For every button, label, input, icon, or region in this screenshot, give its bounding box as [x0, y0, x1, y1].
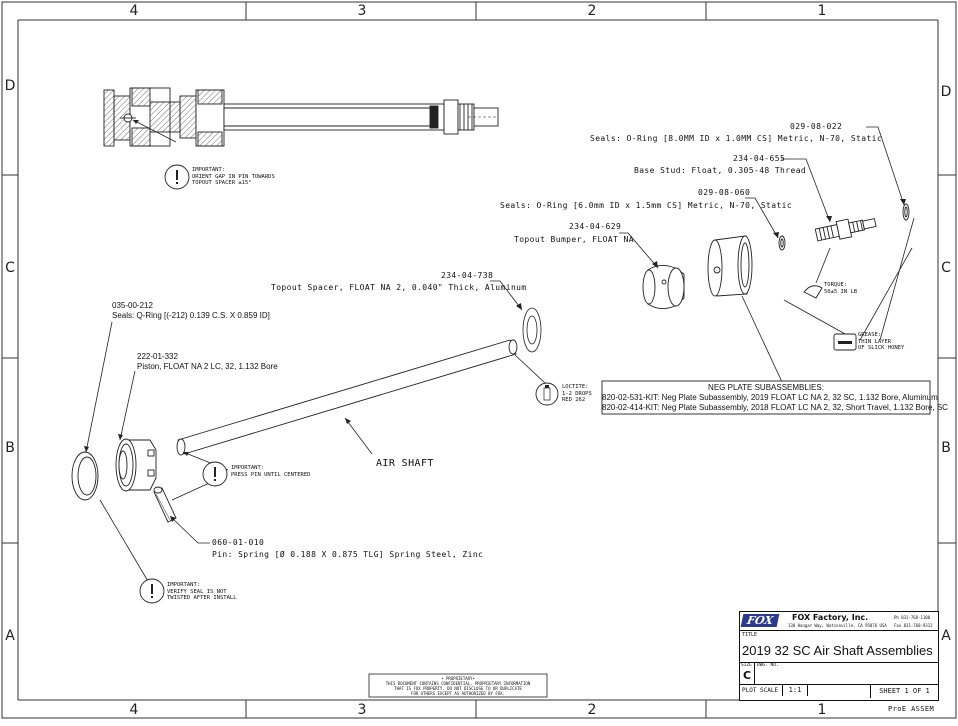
dwg-no-label: DWG. NO.	[757, 663, 779, 668]
o-ring-029-08-060	[778, 235, 786, 251]
scale-divider	[740, 684, 938, 685]
note-verify-seal: IMPORTANT: VERIFY SEAL IS NOT TWISTED AF…	[167, 582, 237, 601]
proprietary-notice: • PROPRIETARY• THIS DOCUMENT CONTAINS CO…	[385, 676, 531, 696]
zone-row-d-left: D	[4, 78, 16, 94]
size-cell: SIZE C	[740, 662, 755, 684]
note-press-pin: IMPORTANT: PRESS PIN UNTIL CENTERED	[231, 465, 311, 478]
callout-base-stud-desc: Base Stud: Float, 0.305-48 Thread	[634, 166, 807, 175]
drawing-title: 2019 32 SC Air Shaft Assemblies	[742, 643, 933, 658]
plot-scale-value: 1:1	[782, 685, 808, 696]
zone-col-4-bottom: 4	[129, 702, 139, 718]
fox-logo: FOX	[740, 614, 780, 627]
neg-plate-box	[601, 380, 931, 415]
callout-piston-desc: Piston, FLOAT NA 2 LC, 32, 1.132 Bore	[137, 362, 278, 371]
zone-row-a-left: A	[5, 628, 15, 644]
note-torque: TORQUE: 50±5 IN LB	[824, 282, 858, 295]
piston-part	[115, 438, 157, 492]
o-ring-029-08-022	[902, 203, 910, 221]
zone-row-b-right: B	[941, 440, 951, 456]
callout-029-08-022-part: 029-08-022	[790, 122, 843, 131]
leader-arrowheads	[84, 120, 906, 522]
callout-029-08-060-desc: Seals: O-Ring [6.0mm ID x 1.5mm CS] Metr…	[500, 201, 793, 210]
title-block-header: FOX FOX Factory, Inc. Ph 831-768-1100 13…	[740, 612, 938, 631]
callout-pin-part: 060-01-010	[212, 538, 265, 547]
proe-tag: ProE ASSEM	[888, 705, 935, 713]
neg-plate-line-1: 820-02-531-KIT: Neg Plate Subassembly, 2…	[602, 393, 938, 402]
plot-scale-label: PLOT SCALE	[742, 687, 779, 694]
callout-qring-part: 035-00-212	[112, 301, 153, 310]
callout-base-stud-part: 234-04-655	[733, 154, 786, 163]
zone-col-2-bottom: 2	[587, 702, 597, 718]
air-shaft-part	[176, 339, 518, 456]
spring-pin-part	[153, 486, 177, 523]
base-stud	[814, 218, 877, 242]
neg-plate-text: NEG PLATE SUBASSEMBLIES: 820-02-531-KIT:…	[602, 383, 948, 413]
size-value: C	[743, 669, 752, 682]
company-name: FOX Factory, Inc.	[792, 613, 869, 622]
title-label: TITLE	[742, 632, 758, 638]
exclamation-icons	[151, 170, 852, 598]
zone-col-3-top: 3	[357, 3, 367, 19]
callout-topout-spacer-part: 234-04-738	[441, 271, 494, 280]
company-address: 130 Hangar Way, Watsonville, CA 95076 US…	[788, 623, 887, 628]
zone-row-a-right: A	[941, 628, 951, 644]
callout-topout-bumper-part: 234-04-629	[569, 222, 622, 231]
q-ring-part	[71, 451, 99, 501]
topout-spacer	[522, 307, 542, 353]
size-label: SIZE	[741, 663, 752, 668]
note-grease: GREASE: THIN LAYER OF SLICK HONEY	[858, 332, 905, 351]
neg-plate-line-2: 820-02-414-KIT: Neg Plate Subassembly, 2…	[602, 403, 948, 412]
neg-plate	[707, 235, 753, 297]
callout-piston-part: 222-01-332	[137, 352, 178, 361]
sheet-number: SHEET 1 OF 1	[870, 685, 938, 698]
section-view	[103, 87, 499, 147]
company-fax: Fax 831-768-9312	[894, 623, 933, 628]
callout-029-08-060-part: 029-08-060	[698, 188, 751, 197]
zone-row-d-right: D	[940, 84, 952, 100]
callout-topout-spacer-desc: Topout Spacer, FLOAT NA 2, 0.040" Thick,…	[271, 283, 527, 292]
zone-col-2-top: 2	[587, 3, 597, 19]
note-orient: IMPORTANT: ORIENT GAP IN PIN TOWARDS TOP…	[192, 167, 275, 186]
zone-col-1-top: 1	[817, 3, 827, 19]
zone-row-c-right: C	[941, 260, 951, 276]
zone-row-c-left: C	[5, 260, 15, 276]
zone-row-b-left: B	[5, 440, 15, 456]
callout-pin-desc: Pin: Spring [Ø 0.188 X 0.875 TLG] Spring…	[212, 550, 484, 559]
callout-topout-bumper-desc: Topout Bumper, FLOAT NA	[514, 235, 634, 244]
zone-col-1-bottom: 1	[817, 702, 827, 718]
callout-qring-desc: Seals: Q-Ring [(-212) 0.139 C.S. X 0.859…	[112, 311, 270, 320]
callout-029-08-022-desc: Seals: O-Ring [8.0MM ID x 1.0MM CS] Metr…	[590, 134, 883, 143]
title-divider	[740, 662, 938, 663]
air-shaft-label: AIR SHAFT	[376, 458, 434, 469]
company-phone: Ph 831-768-1100	[894, 615, 931, 620]
note-loctite: LOCTITE: 1-2 DROPS RED 262	[562, 384, 592, 403]
topout-bumper	[642, 265, 685, 309]
zone-col-3-bottom: 3	[357, 702, 367, 718]
neg-plate-heading: NEG PLATE SUBASSEMBLIES:	[708, 383, 824, 392]
zone-col-4-top: 4	[129, 3, 139, 19]
proprietary-box	[368, 673, 548, 698]
title-block: FOX FOX Factory, Inc. Ph 831-768-1100 13…	[739, 611, 939, 701]
